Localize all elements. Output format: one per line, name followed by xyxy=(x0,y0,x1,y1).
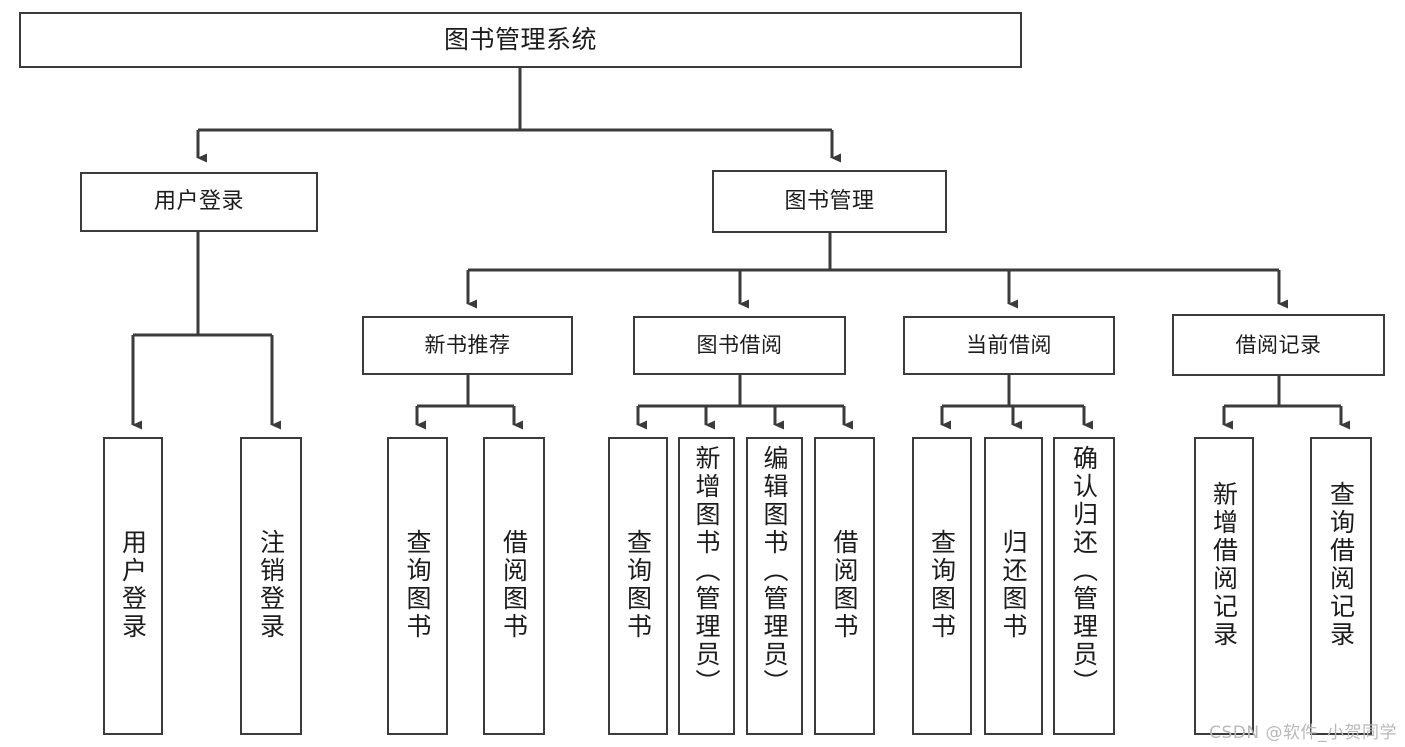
leaf-borrow-record-query-record[interactable]: 查询借阅记录 xyxy=(1310,437,1372,735)
node-borrow-record-label: 借阅记录 xyxy=(1235,332,1322,357)
node-book-management-label: 图书管理 xyxy=(784,188,875,214)
leaf-new-book-query-book[interactable]: 查询图书 xyxy=(387,437,448,735)
node-book-borrow[interactable]: 图书借阅 xyxy=(633,316,846,375)
leaf-current-borrow-query-book-label: 查询图书 xyxy=(927,529,957,641)
leaf-user-login-login-label: 用户登录 xyxy=(118,529,148,641)
node-book-borrow-label: 图书借阅 xyxy=(696,333,783,358)
node-current-borrow[interactable]: 当前借阅 xyxy=(903,316,1115,375)
leaf-current-borrow-return-book-label: 归还图书 xyxy=(999,529,1028,641)
leaf-new-book-borrow-book-label: 借阅图书 xyxy=(499,529,529,641)
leaf-book-borrow-borrow-book-label: 借阅图书 xyxy=(830,529,859,641)
leaf-book-borrow-edit-book-admin-label: 编辑图书（管理员） xyxy=(760,445,789,697)
leaf-borrow-record-add-record[interactable]: 新增借阅记录 xyxy=(1194,437,1254,735)
node-current-borrow-label: 当前借阅 xyxy=(966,333,1052,358)
leaf-current-borrow-confirm-return-admin[interactable]: 确认归还（管理员） xyxy=(1053,437,1115,735)
leaf-user-login-logout[interactable]: 注销登录 xyxy=(240,437,302,735)
leaf-current-borrow-confirm-return-admin-label: 确认归还（管理员） xyxy=(1069,445,1099,697)
leaf-user-login-logout-label: 注销登录 xyxy=(256,529,286,641)
leaf-book-borrow-add-book-admin-label: 新增图书（管理员） xyxy=(692,445,721,697)
leaf-book-borrow-query-book[interactable]: 查询图书 xyxy=(608,437,668,735)
leaf-current-borrow-return-book[interactable]: 归还图书 xyxy=(984,437,1043,735)
leaf-user-login-login[interactable]: 用户登录 xyxy=(103,437,163,735)
node-new-book-recommend[interactable]: 新书推荐 xyxy=(362,316,573,375)
leaf-book-borrow-borrow-book[interactable]: 借阅图书 xyxy=(814,437,875,735)
leaf-book-borrow-add-book-admin[interactable]: 新增图书（管理员） xyxy=(678,437,735,735)
leaf-current-borrow-query-book[interactable]: 查询图书 xyxy=(912,437,972,735)
leaf-new-book-query-book-label: 查询图书 xyxy=(403,529,432,641)
csdn-watermark: CSDN @软件_小贺同学 xyxy=(1209,723,1397,743)
node-user-login[interactable]: 用户登录 xyxy=(80,172,318,232)
leaf-book-borrow-edit-book-admin[interactable]: 编辑图书（管理员） xyxy=(746,437,803,735)
node-root-book-management-system[interactable]: 图书管理系统 xyxy=(19,12,1022,68)
leaf-borrow-record-add-record-label: 新增借阅记录 xyxy=(1209,481,1239,649)
leaf-borrow-record-query-record-label: 查询借阅记录 xyxy=(1326,481,1356,649)
node-book-management[interactable]: 图书管理 xyxy=(712,170,947,233)
node-borrow-record[interactable]: 借阅记录 xyxy=(1172,314,1385,376)
node-new-book-recommend-label: 新书推荐 xyxy=(424,333,511,358)
leaf-book-borrow-query-book-label: 查询图书 xyxy=(623,529,653,641)
leaf-new-book-borrow-book[interactable]: 借阅图书 xyxy=(483,437,545,735)
node-user-login-label: 用户登录 xyxy=(153,189,244,215)
node-root-label: 图书管理系统 xyxy=(443,25,597,55)
